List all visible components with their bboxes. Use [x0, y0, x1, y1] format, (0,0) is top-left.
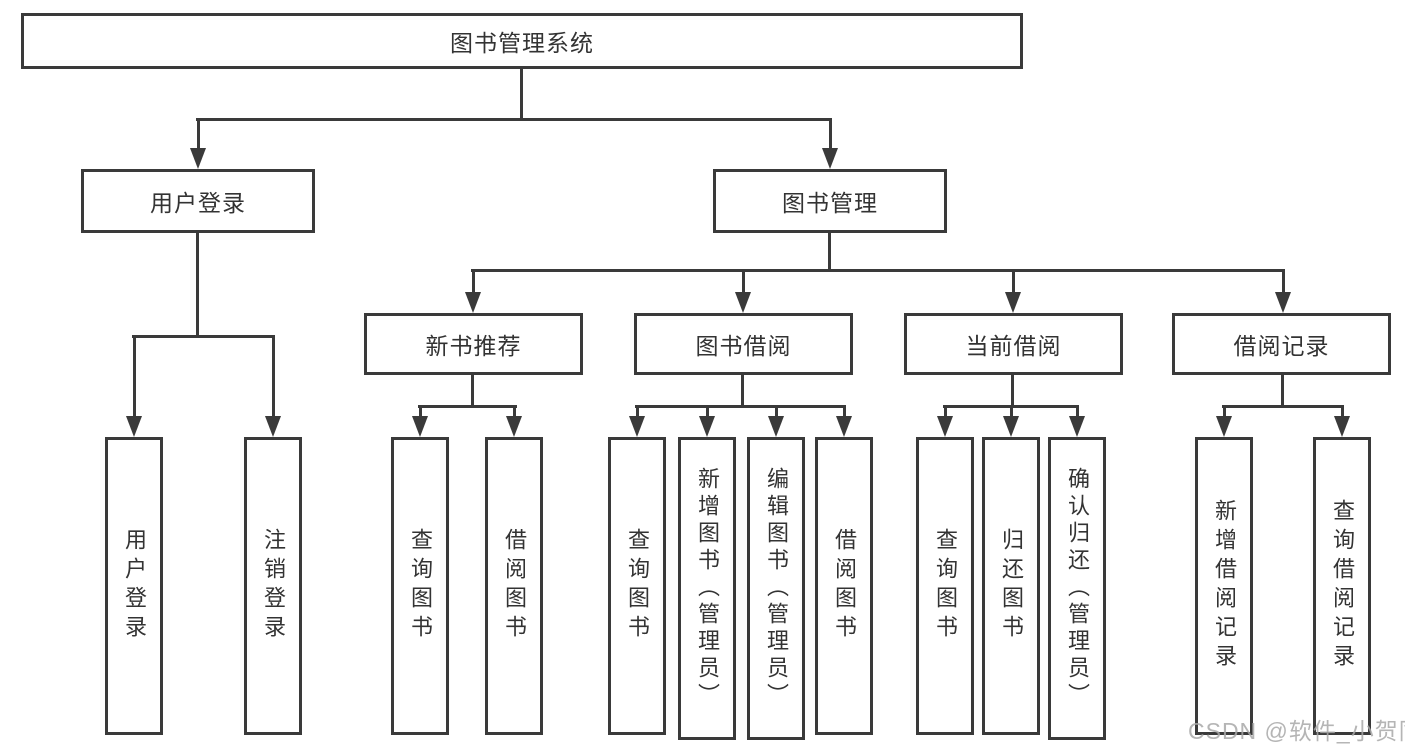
connector-drop	[197, 121, 200, 149]
connector-records-rail	[1222, 405, 1344, 408]
leaf-current-return-books: 归还图书	[982, 437, 1040, 735]
node-user-login: 用户登录	[81, 169, 315, 233]
connector-drop	[742, 271, 745, 292]
connector-level3-rail	[471, 269, 1285, 272]
connector-current-stem	[1011, 375, 1014, 406]
connector-drop	[636, 407, 639, 416]
connector-drop	[1010, 407, 1013, 416]
connector-newrec-stem	[471, 375, 474, 406]
leaf-newrec-query-books: 查询图书	[391, 437, 449, 735]
connector-drop	[1341, 407, 1344, 416]
arrowhead-down-icon	[1216, 416, 1232, 437]
leaf-borrow-query-books: 查询图书	[608, 437, 666, 735]
arrowhead-down-icon	[1069, 416, 1085, 437]
leaf-records-add-record: 新增借阅记录	[1195, 437, 1253, 735]
connector-drop	[706, 407, 709, 416]
arrowhead-down-icon	[937, 416, 953, 437]
arrowhead-down-icon	[836, 416, 852, 437]
connector-user-stem	[196, 233, 199, 337]
connector-level2-rail	[196, 118, 832, 121]
connector-current-rail	[943, 405, 1079, 408]
leaf-current-confirm-return-admin: 确认归还（管理员）	[1048, 437, 1106, 740]
arrowhead-down-icon	[506, 416, 522, 437]
arrowhead-down-icon	[768, 416, 784, 437]
leaf-borrow-add-books-admin: 新增图书（管理员）	[678, 437, 736, 740]
leaf-current-query-books: 查询图书	[916, 437, 974, 735]
connector-drop	[133, 337, 136, 416]
leaf-newrec-borrow-books: 借阅图书	[485, 437, 543, 735]
leaf-logout: 注销登录	[244, 437, 302, 735]
connector-drop	[1076, 407, 1079, 416]
connector-drop	[1282, 271, 1285, 292]
node-library-management-system: 图书管理系统	[21, 13, 1023, 69]
connector-drop	[944, 407, 947, 416]
connector-newrec-rail	[418, 405, 517, 408]
arrowhead-down-icon	[190, 148, 206, 169]
arrowhead-down-icon	[1334, 416, 1350, 437]
arrowhead-down-icon	[1003, 416, 1019, 437]
connector-drop	[472, 271, 475, 292]
connector-drop	[829, 121, 832, 149]
leaf-records-query-record: 查询借阅记录	[1313, 437, 1371, 735]
leaf-user-login: 用户登录	[105, 437, 163, 735]
arrowhead-down-icon	[822, 148, 838, 169]
connector-root-stem	[520, 69, 523, 120]
arrowhead-down-icon	[1005, 292, 1021, 313]
connector-drop	[513, 407, 516, 416]
connector-borrow-stem	[741, 375, 744, 406]
node-borrowing-records: 借阅记录	[1172, 313, 1391, 375]
arrowhead-down-icon	[629, 416, 645, 437]
connector-mgmt-stem	[828, 233, 831, 271]
node-book-management: 图书管理	[713, 169, 947, 233]
node-book-borrowing: 图书借阅	[634, 313, 853, 375]
leaf-borrow-borrow-books: 借阅图书	[815, 437, 873, 735]
node-current-borrowing: 当前借阅	[904, 313, 1123, 375]
watermark: CSDN @软件_小贺同学	[1188, 718, 1405, 744]
connector-drop	[1223, 407, 1226, 416]
arrowhead-down-icon	[735, 292, 751, 313]
connector-drop	[843, 407, 846, 416]
connector-drop	[1012, 271, 1015, 292]
arrowhead-down-icon	[699, 416, 715, 437]
arrowhead-down-icon	[126, 416, 142, 437]
connector-drop	[419, 407, 422, 416]
connector-drop	[272, 337, 275, 416]
arrowhead-down-icon	[465, 292, 481, 313]
node-new-book-recommendation: 新书推荐	[364, 313, 583, 375]
arrowhead-down-icon	[1275, 292, 1291, 313]
connector-borrow-rail	[635, 405, 846, 408]
leaf-borrow-edit-books-admin: 编辑图书（管理员）	[747, 437, 805, 740]
connector-records-stem	[1281, 375, 1284, 406]
arrowhead-down-icon	[412, 416, 428, 437]
connector-user-rail	[132, 335, 275, 338]
arrowhead-down-icon	[265, 416, 281, 437]
connector-drop	[775, 407, 778, 416]
